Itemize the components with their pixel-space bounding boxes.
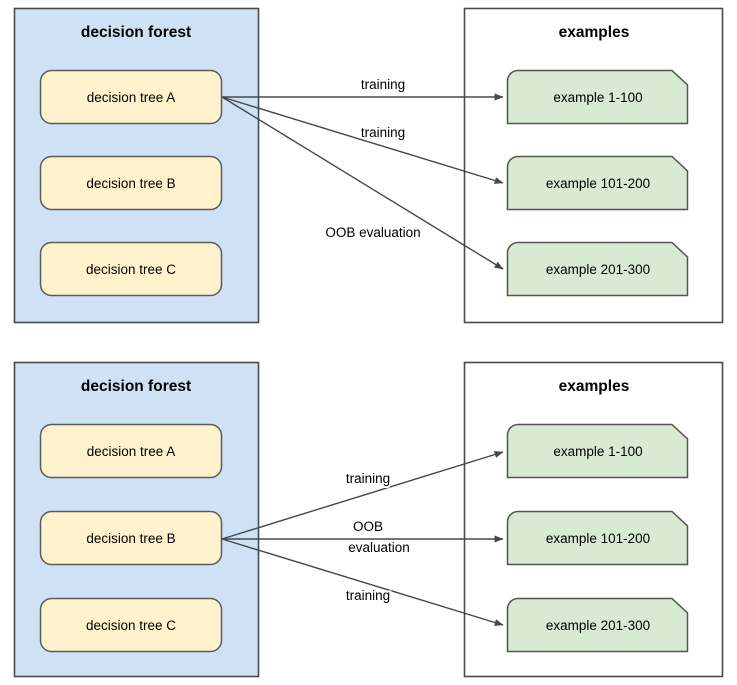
example-node-1-bottom[interactable]: example 1-100 <box>506 423 689 479</box>
example-node-1-shape[interactable] <box>506 69 689 125</box>
edge-tree-a-to-example-2 <box>221 96 504 184</box>
edge-label-training-1: training <box>361 77 405 92</box>
edge-label-training-2-halo: training <box>361 125 405 140</box>
example-node-2-shape[interactable] <box>506 510 689 566</box>
edge-label-training-1-halo: training <box>361 77 405 92</box>
forest-panel-title: decision forest <box>81 24 191 41</box>
tree-node-c-label: decision tree C <box>86 618 176 633</box>
example-node-3-label: example 201-300 <box>546 262 650 277</box>
tree-node-b-label: decision tree B <box>86 531 175 546</box>
example-node-3-top[interactable]: example 201-300 <box>506 241 689 297</box>
edge-label-oob-evaluation: OOB evaluation <box>325 225 420 240</box>
edge-label-training-1: training <box>346 471 390 486</box>
tree-node-c-shape[interactable] <box>39 597 223 653</box>
tree-node-b-label: decision tree B <box>86 176 175 191</box>
edge-label-training-1-halo: training <box>346 471 390 486</box>
diagram-bottom: decision forest decision tree A decision… <box>13 361 724 678</box>
examples-panel-title: examples <box>559 378 630 395</box>
edge-label-training-2-halo: training <box>346 588 390 603</box>
edge-label-group-top: training training training training OOB … <box>323 75 422 242</box>
tree-node-c-shape[interactable] <box>39 241 223 297</box>
edge-label-group-bottom: training training OOB OOB evaluation eva… <box>344 469 412 605</box>
example-node-2-label: example 101-200 <box>546 531 650 546</box>
edge-tree-b-to-example-1 <box>221 451 504 540</box>
tree-node-a-label: decision tree A <box>87 90 176 105</box>
tree-node-a-top[interactable]: decision tree A <box>39 69 223 125</box>
tree-node-c-label: decision tree C <box>86 262 176 277</box>
edge-label-oob-evaluation-halo: OOB evaluation <box>325 225 420 240</box>
edge-tree-b-to-example-3 <box>221 538 504 626</box>
example-node-2-label: example 101-200 <box>546 176 650 191</box>
edge-tree-a-to-example-3 <box>221 96 504 270</box>
tree-node-c-top[interactable]: decision tree C <box>39 241 223 297</box>
example-node-3-label: example 201-300 <box>546 618 650 633</box>
example-node-2-bottom[interactable]: example 101-200 <box>506 510 689 566</box>
tree-node-a-bottom[interactable]: decision tree A <box>39 423 223 479</box>
example-node-3-shape[interactable] <box>506 241 689 297</box>
tree-node-c-bottom[interactable]: decision tree C <box>39 597 223 653</box>
tree-node-a-label: decision tree A <box>87 444 176 459</box>
tree-node-b-shape[interactable] <box>39 510 223 566</box>
example-node-1-shape[interactable] <box>506 423 689 479</box>
edge-label-training-2: training <box>346 588 390 603</box>
example-node-3-shape[interactable] <box>506 597 689 653</box>
tree-node-b-top[interactable]: decision tree B <box>39 155 223 211</box>
example-node-1-label: example 1-100 <box>553 90 642 105</box>
example-node-2-shape[interactable] <box>506 155 689 211</box>
example-node-1-label: example 1-100 <box>553 444 642 459</box>
examples-panel-title: examples <box>559 24 630 41</box>
edge-label-oob-line2: evaluation <box>348 540 410 555</box>
example-node-2-top[interactable]: example 101-200 <box>506 155 689 211</box>
edge-label-oob-line1: OOB <box>353 519 383 534</box>
example-node-3-bottom[interactable]: example 201-300 <box>506 597 689 653</box>
edge-label-training-2: training <box>361 125 405 140</box>
diagram-top: decision forest decision tree A decision… <box>13 7 724 324</box>
example-node-1-top[interactable]: example 1-100 <box>506 69 689 125</box>
edge-label-oob-line2-halo: evaluation <box>348 540 410 555</box>
tree-node-b-shape[interactable] <box>39 155 223 211</box>
tree-node-b-bottom[interactable]: decision tree B <box>39 510 223 566</box>
forest-panel-title: decision forest <box>81 378 191 395</box>
tree-node-a-shape[interactable] <box>39 69 223 125</box>
edge-label-oob-line1-halo: OOB <box>353 519 383 534</box>
tree-node-a-shape[interactable] <box>39 423 223 479</box>
